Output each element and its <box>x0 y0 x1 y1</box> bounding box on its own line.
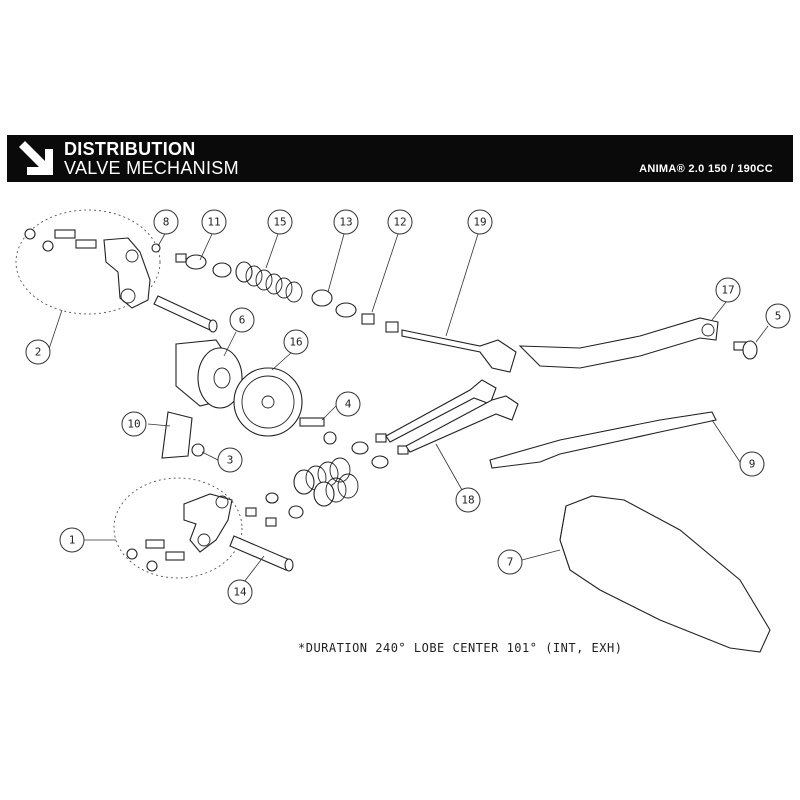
valve-spring-lower <box>293 457 359 507</box>
nut <box>42 240 54 252</box>
callout-7: 7 <box>497 549 523 575</box>
screw <box>191 443 205 457</box>
leader-12 <box>371 233 399 313</box>
svg-text:4: 4 <box>345 398 352 411</box>
page-subtitle: VALVE MECHANISM <box>64 158 239 178</box>
callout-17: 17 <box>715 277 741 303</box>
valve-spring-upper <box>235 261 303 303</box>
svg-text:7: 7 <box>507 556 514 569</box>
leader-7 <box>521 549 561 561</box>
callout-19: 19 <box>467 209 493 235</box>
leader-15 <box>265 233 279 269</box>
timing-chain <box>559 495 771 653</box>
valve-exhaust <box>405 395 519 453</box>
valve-upper <box>401 329 517 373</box>
callout-9: 9 <box>739 451 765 477</box>
rocker-shaft-upper <box>153 295 215 331</box>
spring-washer <box>311 289 333 307</box>
leader-19 <box>445 233 479 337</box>
leader-14 <box>243 555 265 583</box>
svg-text:17: 17 <box>721 284 734 297</box>
callout-12: 12 <box>387 209 413 235</box>
svg-text:12: 12 <box>393 216 406 229</box>
svg-text:18: 18 <box>461 494 474 507</box>
valve-seal <box>361 313 375 325</box>
adjust-screw <box>75 239 97 249</box>
svg-text:5: 5 <box>775 310 782 323</box>
cam-sprocket <box>233 367 303 437</box>
arrow-down-right-icon <box>19 141 53 175</box>
rocker-hole <box>120 288 136 304</box>
footnote: *DURATION 240° LOBE CENTER 101° (INT, EX… <box>298 641 623 655</box>
rocker-shaft-lower <box>229 535 291 571</box>
header-bar: DISTRIBUTION VALVE MECHANISM ANIMA® 2.0 … <box>7 135 793 182</box>
svg-text:15: 15 <box>273 216 286 229</box>
callout-18: 18 <box>455 487 481 513</box>
leader-11 <box>199 233 213 261</box>
svg-text:14: 14 <box>233 586 247 599</box>
svg-text:9: 9 <box>749 458 756 471</box>
leader-5 <box>755 325 769 343</box>
callout-2: 2 <box>25 339 51 365</box>
leader-10 <box>147 423 171 427</box>
svg-text:10: 10 <box>127 418 140 431</box>
callout-6: 6 <box>229 307 255 333</box>
bolt <box>733 340 758 360</box>
retaining-plate <box>161 411 193 459</box>
svg-text:19: 19 <box>473 216 486 229</box>
svg-text:3: 3 <box>227 454 234 467</box>
sprocket-bolt <box>299 417 337 445</box>
chain-guide <box>489 411 717 469</box>
callout-13: 13 <box>333 209 359 235</box>
camshaft <box>175 339 243 409</box>
valve-seal <box>385 321 399 333</box>
svg-text:1: 1 <box>69 534 76 547</box>
callout-4: 4 <box>335 391 361 417</box>
leader-13 <box>327 233 345 293</box>
callout-15: 15 <box>267 209 293 235</box>
leader-3 <box>201 451 219 461</box>
callout-3: 3 <box>217 447 243 473</box>
retainer <box>212 262 232 278</box>
rocker-arm-upper <box>103 237 151 309</box>
callout-16: 16 <box>283 329 309 355</box>
nut <box>24 228 36 240</box>
collet <box>175 253 187 263</box>
callout-8: 8 <box>153 209 179 235</box>
rocker-hole <box>125 249 139 263</box>
svg-text:11: 11 <box>207 216 220 229</box>
svg-text:8: 8 <box>163 216 170 229</box>
valve-intake <box>385 379 497 443</box>
svg-text:16: 16 <box>289 336 302 349</box>
adjust-screw <box>54 229 76 239</box>
callout-11: 11 <box>201 209 227 235</box>
group-outline-upper <box>15 209 161 315</box>
model-label: ANIMA® 2.0 150 / 190CC <box>639 163 773 175</box>
leader-2 <box>47 309 63 353</box>
spring-washer <box>335 302 357 318</box>
leader-6 <box>223 331 237 357</box>
svg-text:2: 2 <box>35 346 42 359</box>
page-title: DISTRIBUTION <box>64 139 196 159</box>
chain-tensioner-arm <box>518 317 719 369</box>
rocker-arm-lower <box>183 493 233 553</box>
leader-9 <box>711 419 741 463</box>
spring-seat <box>185 254 207 270</box>
callout-5: 5 <box>765 303 791 329</box>
leader-17 <box>711 301 727 321</box>
leader-4 <box>321 403 339 421</box>
svg-text:13: 13 <box>339 216 352 229</box>
callout-10: 10 <box>121 411 147 437</box>
callout-14: 14 <box>227 579 253 605</box>
svg-text:6: 6 <box>239 314 246 327</box>
callout-1: 1 <box>59 527 85 553</box>
leader-18 <box>435 443 463 491</box>
leader-16 <box>271 351 293 371</box>
group-outline-lower <box>113 477 243 579</box>
